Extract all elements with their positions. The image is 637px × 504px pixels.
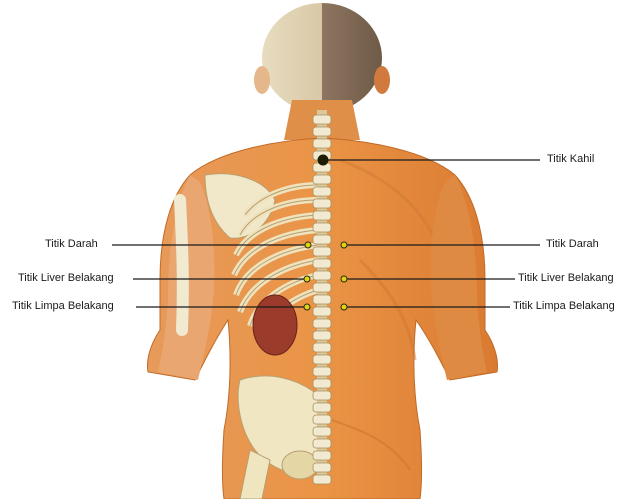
vertebra [313,139,331,148]
point-limpa-left [304,304,310,310]
vertebra [313,403,331,412]
vertebra [313,379,331,388]
vertebra [313,319,331,328]
vertebra [313,439,331,448]
vertebra [313,475,331,484]
label-titik-limpa-left: Titik Limpa Belakang [12,300,114,313]
head [254,3,390,113]
vertebra [313,343,331,352]
vertebra [313,175,331,184]
vertebra [313,283,331,292]
label-titik-liver-right: Titik Liver Belakang [518,272,614,285]
vertebra [313,187,331,196]
vertebra [313,295,331,304]
vertebra [313,367,331,376]
vertebra [313,427,331,436]
spine [313,110,331,484]
vertebra [313,211,331,220]
label-titik-darah-left: Titik Darah [45,238,98,251]
vertebra [313,247,331,256]
point-liver-left [304,276,310,282]
vertebra [313,271,331,280]
vertebra [313,199,331,208]
vertebra [313,451,331,460]
vertebra [313,259,331,268]
point-darah-right [341,242,347,248]
vertebra [313,307,331,316]
vertebra [313,391,331,400]
vertebra [313,223,331,232]
vertebra [313,235,331,244]
vertebra [313,415,331,424]
vertebra [313,355,331,364]
label-titik-darah-right: Titik Darah [546,238,599,251]
point-darah-left [305,242,311,248]
vertebra [313,127,331,136]
vertebra [313,463,331,472]
label-titik-kahil: Titik Kahil [547,153,594,166]
label-titik-liver-left: Titik Liver Belakang [18,272,114,285]
point-kahil [318,155,329,166]
vertebra [313,331,331,340]
label-titik-limpa-right: Titik Limpa Belakang [513,300,615,313]
point-liver-right [341,276,347,282]
vertebra [313,115,331,124]
point-limpa-right [341,304,347,310]
